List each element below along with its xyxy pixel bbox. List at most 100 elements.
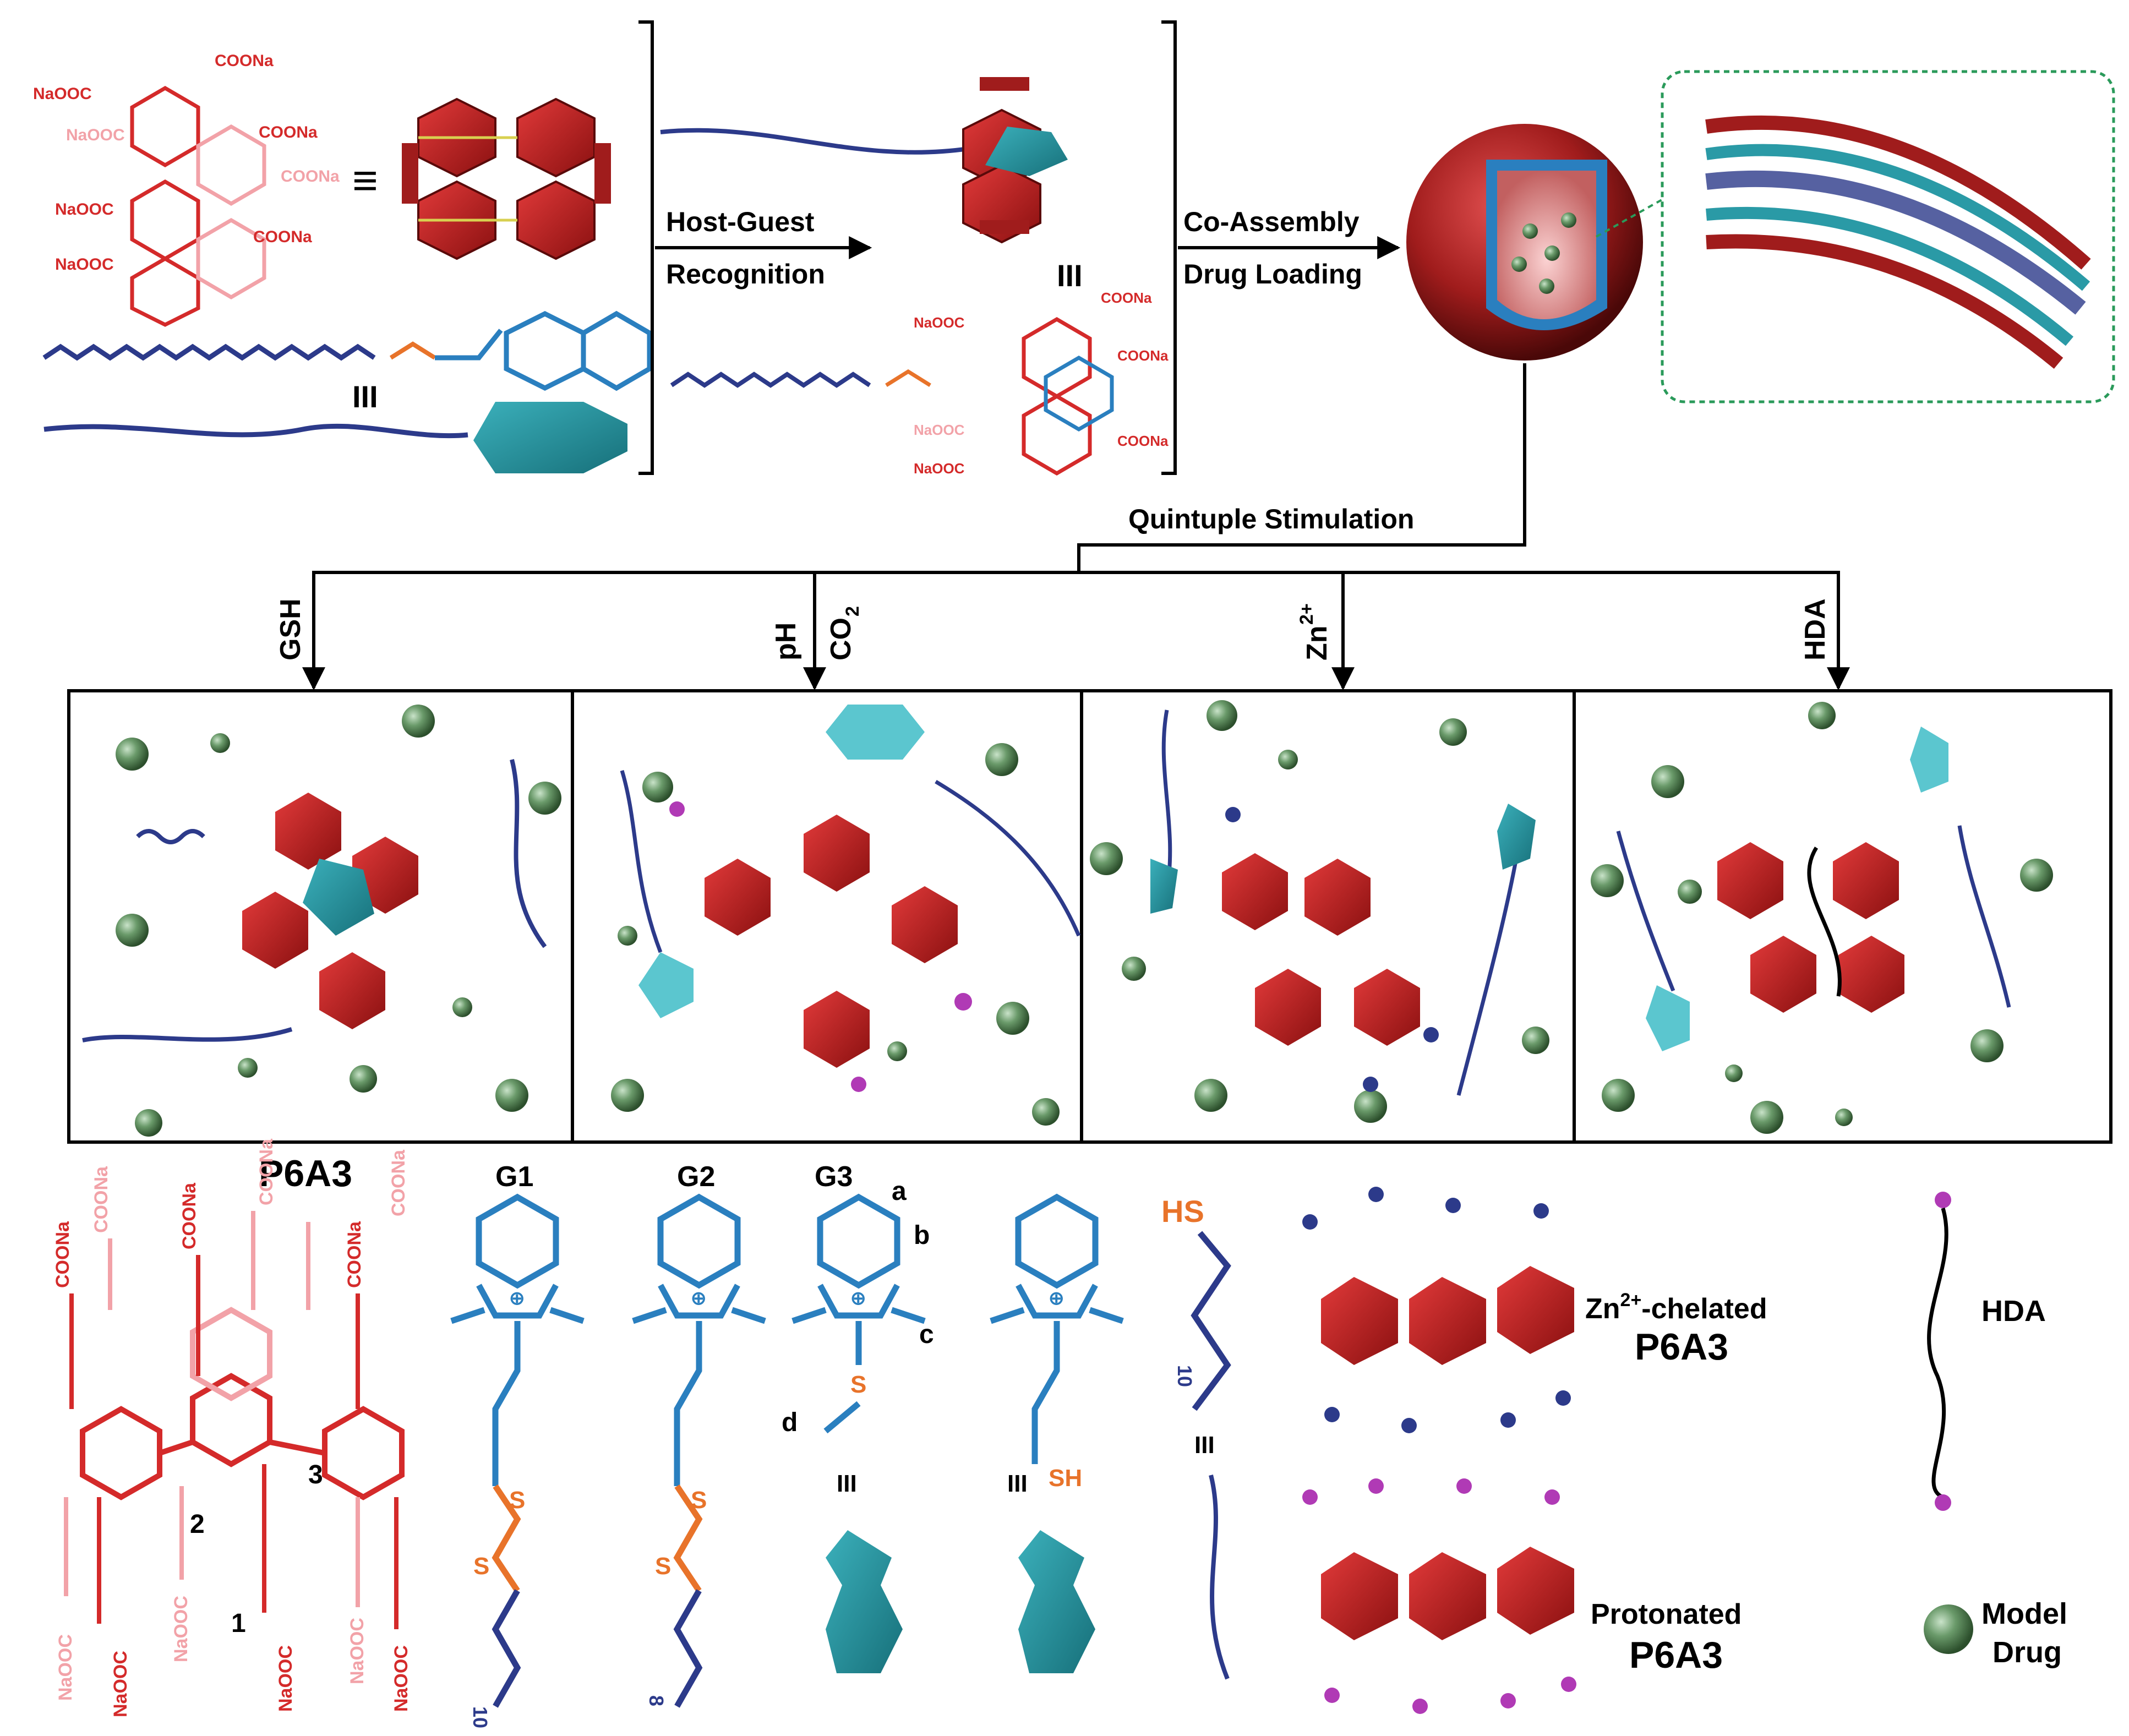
hs-equiv: III	[1194, 1432, 1215, 1459]
stim-zn-label: Zn	[1301, 625, 1333, 660]
mid-coona-1: COONa	[1101, 290, 1152, 306]
g3-s: S	[850, 1371, 866, 1398]
recognition-label: Recognition	[666, 259, 825, 290]
p6a3-title: P6A3	[259, 1153, 352, 1194]
top-naooc-2: NaOOC	[66, 126, 125, 144]
equiv-symbol-3: III	[1057, 258, 1083, 293]
zn-chelated-zn: Zn	[1585, 1293, 1620, 1325]
zn-chelated-suffix: -chelated	[1641, 1293, 1767, 1325]
position-1: 1	[231, 1609, 246, 1638]
p6-naooc-2: NaOOC	[110, 1651, 131, 1717]
top-coona-2: COONa	[259, 123, 318, 141]
g1-repeat: 10	[469, 1706, 492, 1728]
p6-coona-6: COONa	[388, 1149, 409, 1216]
hs-repeat: 10	[1173, 1365, 1196, 1387]
thiol-plus: ⊕	[1049, 1288, 1064, 1309]
guest-chain-g3	[42, 310, 652, 391]
membrane-zoom-box	[1661, 70, 2115, 403]
stim-ph-label: pH	[770, 623, 802, 660]
stim-hda-label: HDA	[1799, 598, 1831, 660]
zn-chelated-p6a3: P6A3	[1635, 1326, 1728, 1368]
guest-cartoon	[43, 402, 627, 473]
site-b: b	[914, 1221, 930, 1250]
top-macrocycle-cartoon	[402, 97, 611, 260]
p6-naooc-6: NaOOC	[391, 1645, 412, 1712]
g3-label: G3	[815, 1161, 853, 1193]
hda-legend-glyph	[1927, 1192, 1951, 1511]
top-naooc-1: NaOOC	[33, 85, 92, 103]
protonated-label: Protonated	[1591, 1598, 1742, 1630]
stimulus-panels	[67, 689, 2112, 1144]
top-p6a3-structure: COONa NaOOC NaOOC COONa NaOOC COONa COON…	[33, 52, 340, 327]
stim-branch-bar	[312, 571, 1840, 688]
g2-s1: S	[691, 1487, 707, 1514]
p6-naooc-3: NaOOC	[171, 1596, 192, 1662]
mid-naooc-1: NaOOC	[914, 314, 965, 331]
top-naooc-4: NaOOC	[55, 255, 114, 274]
bracket-2	[1161, 20, 1177, 475]
thiol-equiv: III	[1007, 1470, 1028, 1497]
g2-repeat: 8	[645, 1695, 668, 1706]
thiol-chain: HS 10 III	[1161, 1194, 1231, 1680]
p6-coona-3: COONa	[179, 1182, 200, 1249]
model-drug-glyph	[1924, 1604, 1973, 1654]
stim-co2-label: CO	[825, 618, 857, 660]
guest-g1: G1 ⊕ S S 10	[450, 1161, 585, 1728]
hda-legend-label: HDA	[1981, 1295, 2046, 1328]
g2-s2: S	[655, 1553, 671, 1580]
top-coona-3: COONa	[281, 167, 340, 185]
stim-gsh-label: GSH	[275, 598, 307, 660]
inclusion-complex-cartoon	[660, 77, 1068, 244]
g1-label: G1	[495, 1161, 533, 1193]
zn-chelated-label-a: Zn2+-chelated	[1585, 1290, 1767, 1325]
p6-coona-4: COONa	[256, 1138, 277, 1205]
stim-zn-sup: 2+	[1296, 603, 1317, 625]
position-3: 3	[308, 1460, 323, 1489]
thiol-sh: SH	[1049, 1465, 1082, 1492]
protonated-p6a3: P6A3	[1629, 1634, 1723, 1676]
stim-co2-sub: 2	[842, 606, 863, 616]
model-drug-label-1: Model	[1981, 1597, 2067, 1630]
zn-chelated-cartoon	[1302, 1187, 1574, 1433]
panel-gsh	[82, 705, 561, 1137]
hs-label: HS	[1161, 1194, 1204, 1229]
mid-naooc-3: NaOOC	[914, 460, 965, 477]
mid-naooc-2: NaOOC	[914, 422, 965, 438]
site-a: a	[892, 1177, 907, 1206]
g1-s2: S	[473, 1553, 489, 1580]
co-assembly-label: Co-Assembly	[1183, 206, 1360, 237]
g1-plus: ⊕	[509, 1288, 525, 1309]
p6-coona-1: COONa	[52, 1221, 73, 1288]
p6a3-structure-large: COONa COONa COONa COONa COONa COONa NaOO…	[52, 1138, 412, 1717]
panel-zn	[1090, 700, 1549, 1123]
g1-s1: S	[509, 1487, 525, 1514]
g3-equiv: III	[837, 1470, 857, 1497]
guest-g2: G2 ⊕ S S 8	[632, 1161, 766, 1708]
model-drug-label-2: Drug	[1992, 1636, 2062, 1669]
host-guest-label: Host-Guest	[666, 206, 815, 237]
p6-coona-2: COONa	[91, 1166, 112, 1233]
guest-thiol: ⊕ SH III	[990, 1193, 1124, 1673]
p6-coona-5: COONa	[344, 1221, 365, 1288]
mid-coona-3: COONa	[1117, 433, 1169, 449]
equiv-symbol-2: III	[352, 379, 378, 414]
top-coona-1: COONa	[215, 52, 274, 70]
drug-loading-label: Drug Loading	[1183, 259, 1362, 290]
p6-naooc-1: NaOOC	[55, 1634, 76, 1701]
bracket-1	[638, 20, 654, 475]
top-naooc-3: NaOOC	[55, 200, 114, 219]
equiv-symbol: ≡	[352, 156, 378, 205]
panel-hda	[1591, 702, 2053, 1134]
mid-coona-2: COONa	[1117, 347, 1169, 364]
p6-naooc-5: NaOOC	[347, 1618, 368, 1684]
p6-naooc-4: NaOOC	[275, 1645, 296, 1712]
g2-plus: ⊕	[691, 1288, 707, 1309]
site-c: c	[919, 1320, 934, 1349]
position-2: 2	[190, 1510, 205, 1539]
stim-connector	[1077, 363, 1526, 572]
guest-g3: G3 a b c d ⊕ S III	[782, 1161, 934, 1673]
quintuple-label: Quintuple Stimulation	[1128, 504, 1414, 534]
vesicle-sphere	[1406, 124, 1643, 361]
protonated-cartoon	[1302, 1478, 1576, 1714]
